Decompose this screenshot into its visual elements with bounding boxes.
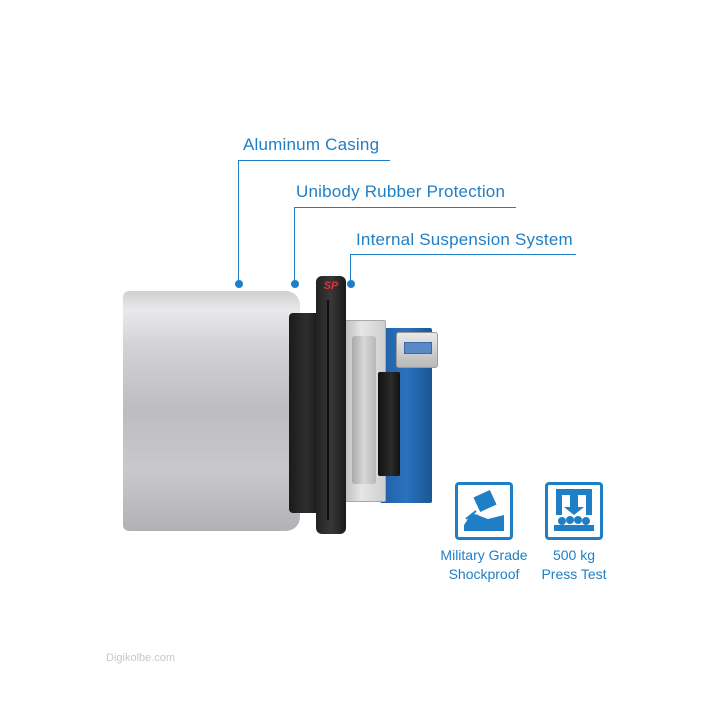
- callout-aluminum-casing-dot: [235, 280, 243, 288]
- brand-logo: SP: [323, 280, 339, 292]
- callout-aluminum-casing-leader: [238, 160, 239, 284]
- rubber-bumper-groove: [327, 300, 329, 520]
- shockproof-label-line2: Shockproof: [448, 566, 520, 582]
- callout-rubber-protection-line: [294, 207, 516, 208]
- callout-rubber-protection-dot: [291, 280, 299, 288]
- callout-suspension-system: Internal Suspension System: [356, 230, 573, 249]
- callout-aluminum-casing-line: [238, 160, 390, 161]
- callout-aluminum-casing: Aluminum Casing: [243, 135, 380, 154]
- rubber-bumper-inner: [289, 313, 321, 513]
- drive-body: [352, 336, 376, 484]
- shockproof-label-line1: Military Grade: [440, 547, 528, 563]
- watermark: Digikolbe.com: [106, 652, 176, 664]
- callout-suspension-system-leader: [350, 254, 351, 284]
- callout-rubber-protection: Unibody Rubber Protection: [296, 182, 506, 201]
- press-test-icon: [545, 482, 603, 540]
- sata-connector: [378, 372, 400, 476]
- aluminum-casing: [123, 291, 300, 531]
- rubber-bumper-outer: [316, 276, 346, 534]
- press-test-label-line2: Press Test: [541, 566, 607, 582]
- shockproof-icon: [455, 482, 513, 540]
- shockproof-label: Military Grade Shockproof: [432, 546, 536, 584]
- press-test-label: 500 kg Press Test: [525, 546, 623, 584]
- callout-suspension-system-line: [350, 254, 576, 255]
- callout-suspension-system-dot: [347, 280, 355, 288]
- usb-port-tongue: [404, 342, 432, 354]
- callout-rubber-protection-leader: [294, 207, 295, 283]
- press-test-label-line1: 500 kg: [552, 547, 596, 563]
